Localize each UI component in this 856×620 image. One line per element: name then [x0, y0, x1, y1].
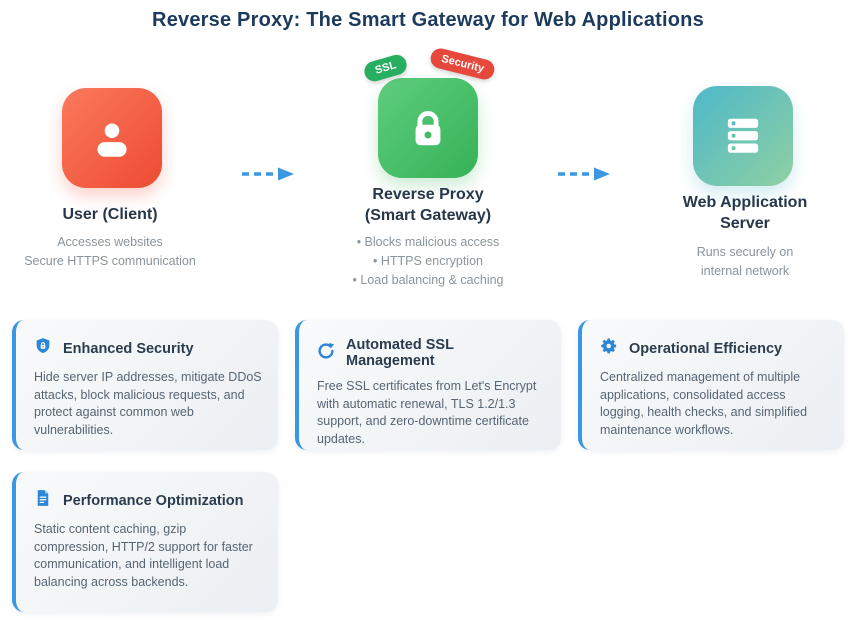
reverse-proxy-bullets: • Blocks malicious access • HTTPS encryp…	[308, 233, 548, 290]
user-desc-line: Accesses websites	[57, 235, 163, 249]
card-performance-optimization: Performance Optimization Static content …	[12, 472, 278, 612]
card-title: Performance Optimization	[63, 492, 244, 509]
card-body: Centralized management of multiple appli…	[600, 370, 808, 437]
reverse-proxy-label-line1: Reverse Proxy	[372, 186, 484, 203]
card-title: Operational Efficiency	[629, 340, 783, 357]
reverse-proxy-node	[378, 78, 478, 178]
proxy-bullet: • HTTPS encryption	[373, 254, 483, 268]
server-desc-line: internal network	[700, 264, 790, 278]
gear-icon	[600, 337, 618, 360]
page-title: Reverse Proxy: The Smart Gateway for Web…	[152, 9, 704, 31]
flow-arrow-user-to-proxy	[240, 166, 296, 182]
server-label-line1: Web Application	[682, 194, 808, 211]
user-client-description: Accesses websites Secure HTTPS communica…	[0, 233, 220, 271]
user-client-label: User (Client)	[62, 206, 158, 223]
card-automated-ssl-management: Automated SSL Management Free SSL certif…	[295, 320, 561, 450]
shield-lock-icon	[34, 337, 52, 360]
reverse-proxy-label: Reverse Proxy (Smart Gateway)	[308, 184, 548, 226]
web-app-server-node	[693, 86, 793, 186]
proxy-bullet: • Load balancing & caching	[352, 273, 504, 287]
web-app-server-label: Web Application Server	[645, 192, 845, 234]
server-label-line2: Server	[720, 215, 770, 232]
card-enhanced-security: Enhanced Security Hide server IP address…	[12, 320, 278, 450]
card-body: Free SSL certificates from Let's Encrypt…	[317, 379, 537, 446]
refresh-icon	[317, 342, 335, 365]
person-icon	[86, 112, 138, 164]
document-icon	[34, 489, 52, 512]
reverse-proxy-label-line2: (Smart Gateway)	[364, 207, 492, 224]
card-body: Static content caching, gzip compression…	[34, 522, 253, 589]
server-desc-line: Runs securely on	[696, 245, 794, 259]
user-desc-line: Secure HTTPS communication	[24, 254, 196, 268]
card-title: Enhanced Security	[63, 340, 194, 357]
user-client-node	[62, 88, 162, 188]
card-title: Automated SSL Management	[346, 337, 454, 369]
card-body: Hide server IP addresses, mitigate DDoS …	[34, 370, 262, 437]
security-badge: Security	[428, 46, 497, 82]
server-stack-icon	[716, 109, 770, 163]
card-operational-efficiency: Operational Efficiency Centralized manag…	[578, 320, 844, 450]
proxy-bullet: • Blocks malicious access	[356, 235, 500, 249]
flow-arrow-proxy-to-server	[556, 166, 612, 182]
lock-icon	[401, 101, 455, 155]
web-app-server-description: Runs securely on internal network	[645, 243, 845, 281]
